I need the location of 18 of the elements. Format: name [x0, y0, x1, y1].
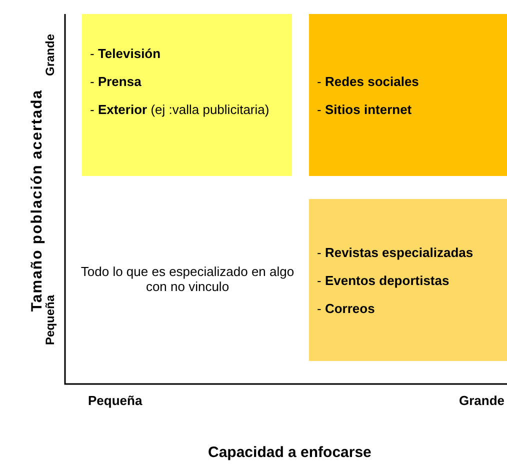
- axis-tick-label: Grande: [43, 34, 57, 76]
- list-item: - Revistas especializadas: [317, 244, 474, 262]
- quadrant-note: Todo lo que es especializado en algo con no vinculo: [80, 264, 295, 294]
- list-item: - Exterior (ej :valla publicitaria): [90, 101, 270, 119]
- list-item: - Televisión: [90, 45, 162, 63]
- quadrant-box: [309, 199, 507, 361]
- list-item: - Sitios internet: [317, 101, 413, 119]
- quadrant-box: [82, 14, 292, 176]
- list-item: - Prensa: [90, 73, 142, 91]
- axis-tick-label: Pequeña: [88, 393, 142, 408]
- list-item: - Correos: [317, 300, 376, 318]
- axis-tick-label: Pequeña: [43, 295, 57, 345]
- axis-title: Capacidad a enfocarse: [208, 444, 372, 461]
- axis-title: Tamaño población acertada: [28, 88, 46, 312]
- axis-tick-label: Grande: [459, 393, 505, 408]
- quadrant-box: [309, 14, 507, 176]
- list-item: - Redes sociales: [317, 73, 420, 91]
- list-item: - Eventos deportistas: [317, 272, 450, 290]
